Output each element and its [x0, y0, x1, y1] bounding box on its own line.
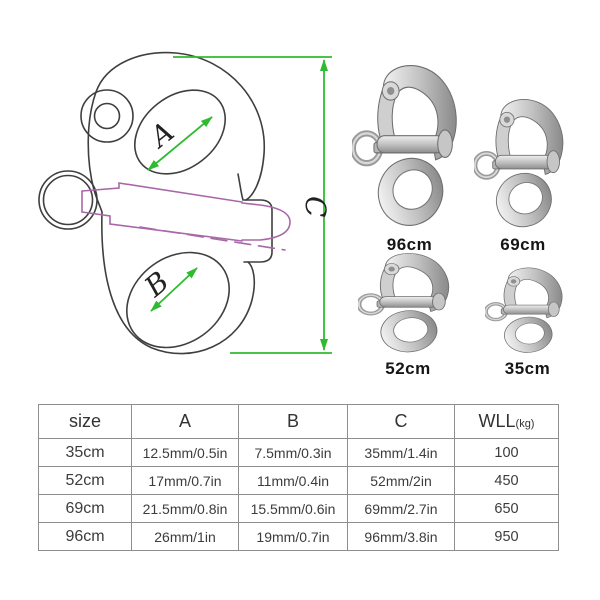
drawing-body-outline: [38, 51, 273, 355]
spec-cell: 450: [454, 466, 559, 495]
spec-cell: 17mm/0.7in: [131, 466, 239, 495]
pivot-hole-outline: [80, 89, 134, 143]
dim-label-c: C: [299, 196, 332, 217]
pull-ring: [42, 174, 94, 226]
header-a: A: [131, 404, 239, 439]
spec-cell: 52cm: [38, 466, 132, 495]
spec-header-row: size A B C WLL(kg): [38, 404, 559, 439]
header-wll: WLL(kg): [454, 404, 559, 439]
pull-ring-outline: [38, 170, 98, 230]
dim-label-b: B: [138, 265, 176, 304]
spec-cell: 35mm/1.4in: [347, 438, 455, 467]
product-size-label: 69cm: [500, 235, 546, 254]
spec-row-96cm: 96cm 26mm/1in 19mm/0.7in 96mm/3.8in 950: [38, 522, 559, 551]
spec-cell: 100: [454, 438, 559, 467]
spec-cell: 35cm: [38, 438, 132, 467]
spec-cell: 7.5mm/0.3in: [238, 438, 348, 467]
spec-cell: 52mm/2in: [347, 466, 455, 495]
header-c: C: [347, 404, 455, 439]
spec-cell: 11mm/0.4in: [238, 466, 348, 495]
spec-cell: 21.5mm/0.8in: [131, 494, 239, 523]
product-size-label: 35cm: [504, 359, 551, 378]
product-photo-69cm: 69cm: [474, 95, 572, 255]
product-photo-35cm: 35cm: [485, 265, 570, 379]
product-photo-96cm: 96cm: [352, 60, 467, 255]
spec-cell: 12.5mm/0.5in: [131, 438, 239, 467]
pivot-hole: [93, 102, 121, 130]
shackle-image-52cm: [358, 250, 458, 356]
dim-label-a: A: [142, 115, 181, 155]
spec-cell: 69mm/2.7in: [347, 494, 455, 523]
spec-table: size A B C WLL(kg) 35cm 12.5mm/0.5in 7.5…: [38, 404, 559, 551]
drawing-pin: [81, 182, 291, 251]
spec-cell: 950: [454, 522, 559, 551]
dim-line-a: [147, 116, 213, 171]
spec-cell: 650: [454, 494, 559, 523]
dimension-lines: [147, 56, 332, 354]
spec-row-35cm: 35cm 12.5mm/0.5in 7.5mm/0.3in 35mm/1.4in…: [38, 438, 559, 467]
spec-row-52cm: 52cm 17mm/0.7in 11mm/0.4in 52mm/2in 450: [38, 466, 559, 495]
product-size-label: 96cm: [386, 235, 433, 254]
product-size-label: 52cm: [385, 359, 431, 378]
spec-cell: 96mm/3.8in: [347, 522, 455, 551]
shackle-image-69cm: [474, 95, 572, 232]
wll-unit: (kg): [515, 418, 535, 430]
dim-line-b: [150, 267, 198, 312]
spec-cell: 26mm/1in: [131, 522, 239, 551]
spec-cell: 19mm/0.7in: [238, 522, 348, 551]
shackle-image-96cm: [352, 60, 467, 232]
spec-cell: 96cm: [38, 522, 132, 551]
spec-cell: 15.5mm/0.6in: [238, 494, 348, 523]
technical-drawing: A B C: [38, 51, 332, 355]
spec-cell: 69cm: [38, 494, 132, 523]
header-b: B: [238, 404, 348, 439]
spec-row-69cm: 69cm 21.5mm/0.8in 15.5mm/0.6in 69mm/2.7i…: [38, 494, 559, 523]
product-photo-52cm: 52cm: [358, 250, 458, 379]
header-size: size: [38, 404, 132, 439]
shackle-image-35cm: [485, 265, 570, 356]
